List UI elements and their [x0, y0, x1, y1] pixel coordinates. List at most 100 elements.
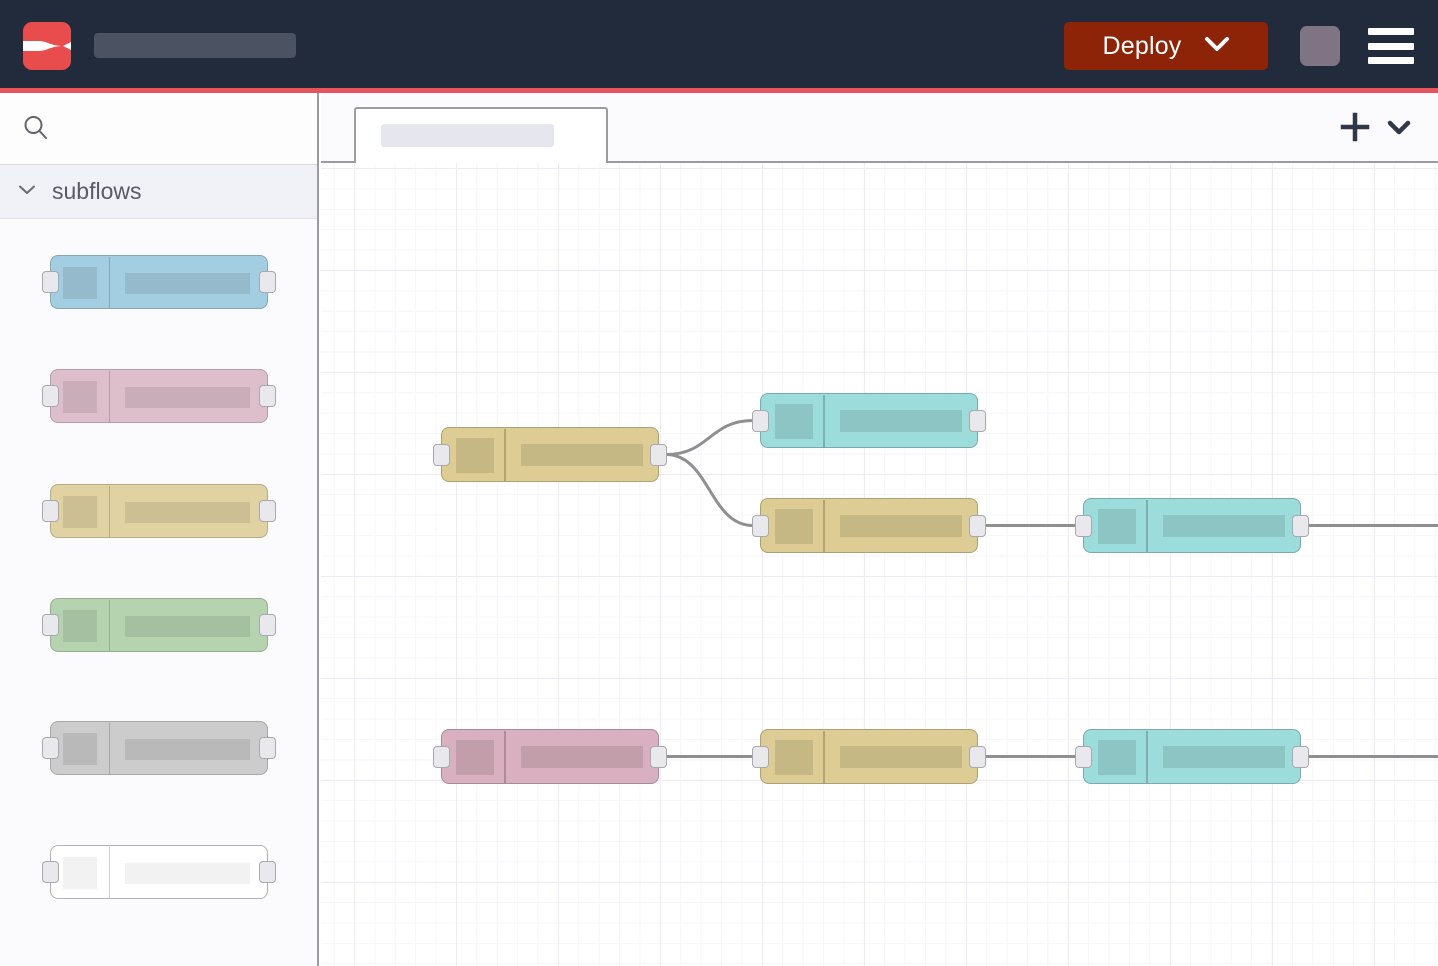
- node-divider: [109, 847, 110, 898]
- palette-node-list: [0, 219, 317, 966]
- flow-wire[interactable]: [665, 453, 754, 527]
- palette-node[interactable]: [42, 484, 276, 538]
- palette-node[interactable]: [42, 369, 276, 423]
- node-input-port[interactable]: [752, 515, 769, 537]
- flow-canvas[interactable]: [321, 163, 1438, 966]
- node-icon: [63, 857, 97, 889]
- chevron-down-icon[interactable]: [17, 183, 37, 201]
- plus-icon[interactable]: [1338, 110, 1372, 144]
- flow-node-label: [1163, 515, 1285, 537]
- app-header: Deploy: [0, 0, 1438, 88]
- node-icon: [456, 438, 494, 473]
- flow-node[interactable]: [433, 729, 667, 784]
- chevron-down-icon[interactable]: [1204, 36, 1230, 57]
- node-input-port[interactable]: [1075, 515, 1092, 537]
- node-icon: [63, 610, 97, 642]
- node-icon: [775, 740, 813, 775]
- node-output-port[interactable]: [1292, 515, 1309, 537]
- flow-tab-active[interactable]: [354, 107, 608, 163]
- palette-node-label: [125, 387, 250, 408]
- node-output-port[interactable]: [259, 737, 276, 759]
- node-divider: [823, 395, 825, 447]
- node-divider: [109, 723, 110, 774]
- node-icon: [1098, 740, 1136, 775]
- node-input-port[interactable]: [42, 737, 59, 759]
- flow-workspace: [321, 93, 1438, 966]
- node-output-port[interactable]: [650, 444, 667, 466]
- hamburger-menu-icon[interactable]: [1368, 28, 1414, 64]
- palette-node-label: [125, 616, 250, 637]
- node-divider: [109, 486, 110, 537]
- palette-node[interactable]: [42, 721, 276, 775]
- flow-node-label: [521, 444, 643, 466]
- node-icon: [775, 509, 813, 544]
- node-red-logo-icon[interactable]: [23, 22, 71, 70]
- flow-node[interactable]: [1075, 498, 1309, 553]
- node-output-port[interactable]: [259, 500, 276, 522]
- node-icon: [63, 496, 97, 528]
- node-output-port[interactable]: [969, 515, 986, 537]
- node-output-port[interactable]: [650, 746, 667, 768]
- node-output-port[interactable]: [1292, 746, 1309, 768]
- node-output-port[interactable]: [969, 746, 986, 768]
- node-input-port[interactable]: [42, 385, 59, 407]
- node-divider: [109, 600, 110, 651]
- palette-sidebar: subflows: [0, 93, 319, 966]
- node-input-port[interactable]: [42, 614, 59, 636]
- palette-category-label: subflows: [52, 178, 142, 204]
- node-output-port[interactable]: [259, 385, 276, 407]
- node-divider: [1146, 731, 1148, 783]
- flow-node[interactable]: [752, 498, 986, 553]
- node-output-port[interactable]: [259, 614, 276, 636]
- node-input-port[interactable]: [752, 746, 769, 768]
- flow-node-label: [521, 746, 643, 768]
- node-divider: [504, 429, 506, 481]
- palette-node[interactable]: [42, 598, 276, 652]
- flow-node[interactable]: [752, 729, 986, 784]
- palette-node[interactable]: [42, 255, 276, 309]
- node-input-port[interactable]: [433, 746, 450, 768]
- palette-node-label: [125, 273, 250, 294]
- node-input-port[interactable]: [42, 861, 59, 883]
- palette-search-bar: [0, 93, 317, 165]
- node-icon: [1098, 509, 1136, 544]
- node-output-port[interactable]: [259, 861, 276, 883]
- palette-node-label: [125, 863, 250, 884]
- chevron-down-icon[interactable]: [1382, 110, 1416, 144]
- flow-node[interactable]: [752, 393, 986, 448]
- flow-node-label: [1163, 746, 1285, 768]
- node-icon: [775, 404, 813, 439]
- flow-node-label: [840, 410, 962, 432]
- palette-search-input[interactable]: [56, 113, 300, 145]
- node-input-port[interactable]: [42, 271, 59, 293]
- flow-node[interactable]: [1075, 729, 1309, 784]
- node-output-port[interactable]: [259, 271, 276, 293]
- flow-node[interactable]: [433, 427, 667, 482]
- node-input-port[interactable]: [752, 410, 769, 432]
- search-icon[interactable]: [21, 113, 51, 148]
- node-input-port[interactable]: [433, 444, 450, 466]
- node-divider: [109, 257, 110, 308]
- flow-title-placeholder: [94, 33, 296, 58]
- user-avatar-icon[interactable]: [1300, 26, 1340, 66]
- header-accent-stripe: [0, 88, 1438, 93]
- node-input-port[interactable]: [1075, 746, 1092, 768]
- node-icon: [456, 740, 494, 775]
- node-divider: [1146, 500, 1148, 552]
- flow-node-label: [840, 515, 962, 537]
- flow-tab-bar: [321, 93, 1438, 163]
- node-divider: [823, 731, 825, 783]
- palette-node[interactable]: [42, 845, 276, 899]
- node-input-port[interactable]: [42, 500, 59, 522]
- node-divider: [823, 500, 825, 552]
- node-divider: [504, 731, 506, 783]
- deploy-button[interactable]: Deploy: [1064, 22, 1268, 70]
- flow-tab-label: [381, 124, 554, 147]
- node-output-port[interactable]: [969, 410, 986, 432]
- palette-category-subflows[interactable]: subflows: [0, 165, 317, 219]
- node-icon: [63, 267, 97, 299]
- flow-wire[interactable]: [665, 419, 754, 456]
- palette-node-label: [125, 739, 250, 760]
- palette-node-label: [125, 502, 250, 523]
